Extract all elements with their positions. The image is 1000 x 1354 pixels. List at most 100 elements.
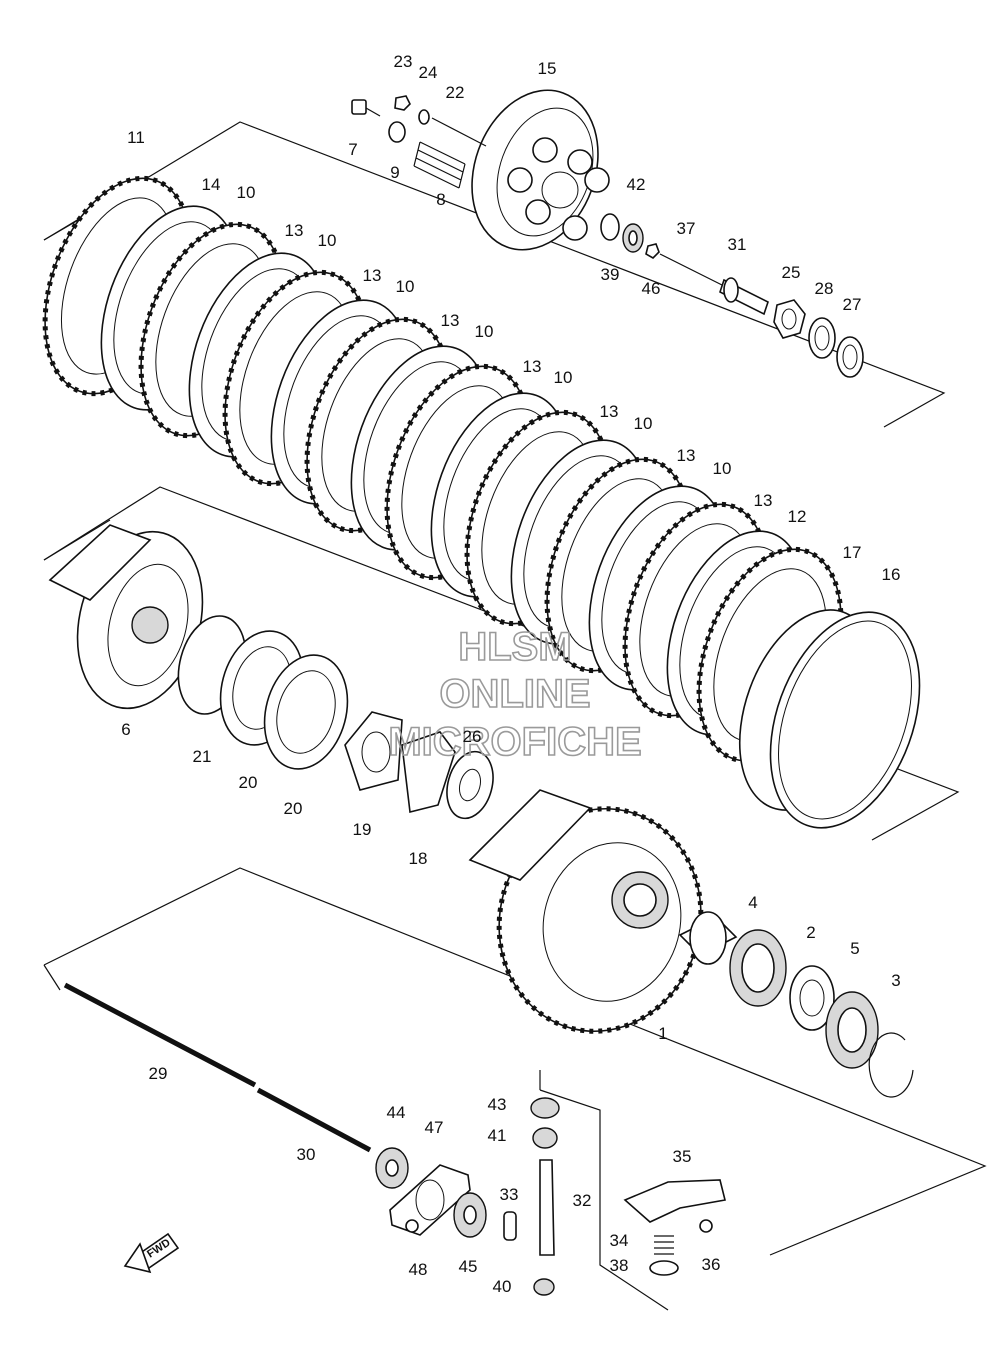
callout-43: 43 [488,1095,507,1114]
callout-5: 5 [850,939,859,958]
washer-9 [388,121,406,143]
spring-seat-20-b [263,654,349,770]
callout-21: 21 [193,747,212,766]
cam-19 [344,711,403,791]
callout-10: 10 [634,414,653,433]
friction-plate-stack [42,175,921,829]
callout-13: 13 [285,221,304,240]
callout-29: 29 [149,1064,168,1083]
washer-38 [649,1260,679,1276]
washer-39 [600,213,620,241]
callout-10: 10 [318,231,337,250]
callout-20: 20 [284,799,303,818]
callout-34: 34 [610,1231,629,1250]
callout-25: 25 [782,263,801,282]
watermark: HLSM ONLINE MICROFICHE [388,624,643,765]
cam-18 [401,731,456,813]
callout-13: 13 [754,491,773,510]
callout-41: 41 [488,1126,507,1145]
callout-3: 3 [891,971,900,990]
pressure-plate-assembly [351,89,864,378]
plate-47 [389,1164,471,1236]
callout-15: 15 [538,59,557,78]
callout-10: 10 [713,459,732,478]
callout-42: 42 [627,175,646,194]
callout-1: 1 [658,1024,667,1043]
callout-10: 10 [475,322,494,341]
nut-46 [645,243,660,259]
nut-25 [773,299,806,339]
watermark-line1: HLSM [458,625,571,669]
washer-28 [808,317,836,359]
circlip-3 [868,1032,914,1098]
ring-16 [769,611,921,829]
callout-47: 47 [425,1118,444,1137]
callout-13: 13 [600,402,619,421]
callout-46: 46 [642,279,661,298]
callout-10: 10 [237,183,256,202]
callout-37: 37 [677,219,696,238]
callout-26: 26 [463,727,482,746]
callout-14: 14 [202,175,221,194]
fwd-arrow-icon: FWD [123,1232,180,1274]
callout-40: 40 [493,1277,512,1296]
callout-13: 13 [363,266,382,285]
callout-6: 6 [121,720,130,739]
primary-gear-group: FWD [63,789,914,1296]
callout-10: 10 [396,277,415,296]
callout-20: 20 [239,773,258,792]
callout-36: 36 [702,1255,721,1274]
bearing-41 [532,1127,558,1149]
callout-44: 44 [387,1103,406,1122]
callout-33: 33 [500,1185,519,1204]
callout-11: 11 [127,128,145,147]
rod-29 [63,982,257,1088]
rod-37 [659,253,725,287]
callout-18: 18 [409,849,428,868]
shaft-32 [539,1159,555,1256]
callout-38: 38 [610,1256,629,1275]
callout-12: 12 [788,507,807,526]
callout-17: 17 [843,543,862,562]
pin-33 [503,1211,517,1241]
callout-9: 9 [390,163,399,182]
bearing-43 [530,1097,560,1119]
washer-27 [836,336,864,378]
callout-35: 35 [673,1147,692,1166]
spring-34 [654,1235,674,1255]
lever-35 [623,1179,726,1223]
callout-30: 30 [297,1145,316,1164]
bolt-36 [699,1219,713,1233]
watermark-line3: MICROFICHE [388,720,641,764]
spacer-2 [789,965,835,1031]
callout-7: 7 [348,140,357,159]
callout-32: 32 [573,1191,592,1210]
rod-30 [256,1087,372,1153]
watermark-line2: ONLINE [439,672,590,716]
callout-2: 2 [806,923,815,942]
callout-4: 4 [748,893,757,912]
bearing-40 [533,1278,555,1296]
callout-45: 45 [459,1257,478,1276]
callout-23: 23 [394,52,413,71]
washer-26 [446,750,494,820]
callout-31: 31 [728,235,747,254]
callout-48: 48 [409,1260,428,1279]
washer-24 [418,109,430,125]
callout-16: 16 [882,565,901,584]
callout-13: 13 [677,446,696,465]
bolt-22 [431,117,487,147]
callout-8: 8 [436,190,445,209]
callout-28: 28 [815,279,834,298]
bolt-7 [351,99,367,115]
callout-39: 39 [601,265,620,284]
callout-13: 13 [441,311,460,330]
clutch-hub-group [48,524,494,820]
bolt-48 [405,1219,419,1233]
callout-13: 13 [523,357,542,376]
callout-10: 10 [554,368,573,387]
nut-23 [394,95,411,111]
callout-19: 19 [353,820,372,839]
